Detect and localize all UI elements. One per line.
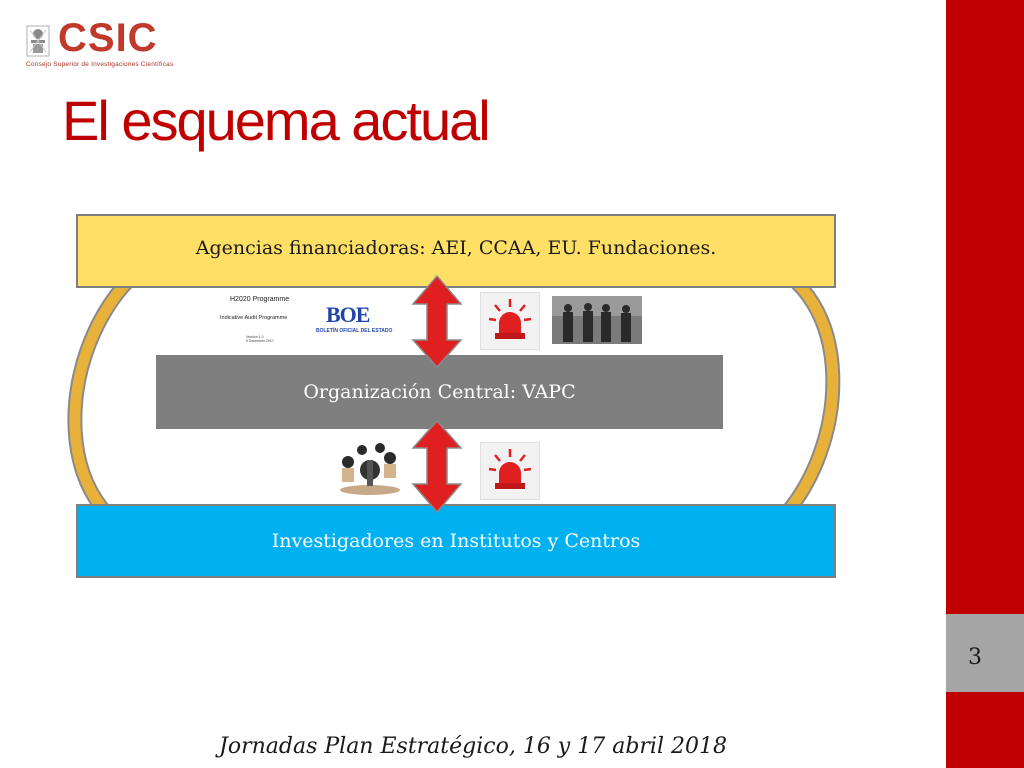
logo-subtitle: Consejo Superior de Investigaciones Cien… bbox=[26, 61, 174, 68]
h2020-document-thumbnail: H2020 Programme Indicative Audit Program… bbox=[216, 292, 296, 348]
double-arrow-lower bbox=[411, 419, 463, 514]
slide-footer: Jornadas Plan Estratégico, 16 y 17 abril… bbox=[219, 734, 727, 759]
researchers-label: Investigadores en Institutos y Centros bbox=[271, 530, 641, 552]
boe-caption: BOLETÍN OFICIAL DEL ESTADO bbox=[316, 328, 393, 334]
boe-mark: BOE bbox=[326, 302, 370, 327]
page-number-box bbox=[946, 614, 1024, 692]
csic-logo: CSIC Consejo Superior de Investigaciones… bbox=[24, 16, 184, 72]
doc-title: H2020 Programme bbox=[230, 296, 290, 303]
alarm-siren-icon bbox=[480, 442, 540, 500]
boe-logo: BOE BOLETÍN OFICIAL DEL ESTADO bbox=[314, 302, 398, 338]
logo-wordmark: CSIC bbox=[58, 16, 158, 60]
funding-agencies-label: Agencias financiadoras: AEI, CCAA, EU. F… bbox=[195, 237, 717, 259]
page-number: 3 bbox=[968, 645, 982, 670]
rubber-stamps-icon bbox=[340, 443, 400, 495]
doc-version: Version 1.0 bbox=[246, 335, 264, 339]
slide-title: El esquema actual bbox=[62, 89, 491, 152]
central-organization-box: Organización Central: VAPC bbox=[156, 355, 723, 429]
alarm-siren-icon bbox=[480, 292, 540, 350]
central-organization-label: Organización Central: VAPC bbox=[303, 381, 576, 403]
doc-date: 9 December 2017 bbox=[246, 339, 274, 343]
researchers-box: Investigadores en Institutos y Centros bbox=[76, 504, 836, 578]
doc-subtitle: Indicative Audit Programme bbox=[220, 315, 288, 321]
csic-emblem-icon bbox=[26, 25, 50, 57]
funding-agencies-box: Agencias financiadoras: AEI, CCAA, EU. F… bbox=[76, 214, 836, 288]
double-arrow-upper bbox=[411, 274, 463, 369]
business-people-photo bbox=[552, 296, 642, 344]
